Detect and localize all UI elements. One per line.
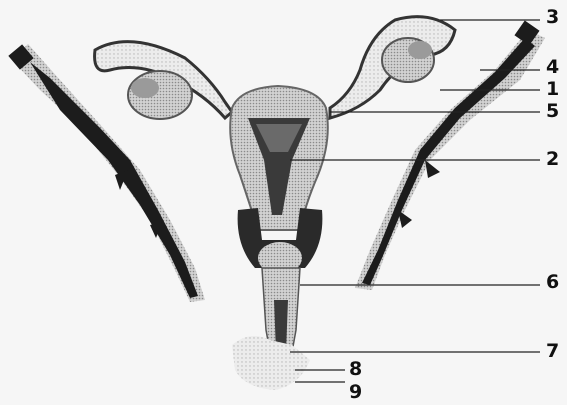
label-5: 5 [546,102,559,121]
label-6: 6 [546,273,559,292]
label-1: 1 [546,80,559,99]
label-4: 4 [546,58,559,77]
label-3: 3 [546,8,559,27]
label-7: 7 [546,342,559,361]
label-9: 9 [349,383,362,402]
label-8: 8 [349,360,362,379]
uterus [230,86,328,390]
label-2: 2 [546,150,559,169]
left-ovary-tube [95,42,232,119]
right-ovary-tube [330,17,455,118]
